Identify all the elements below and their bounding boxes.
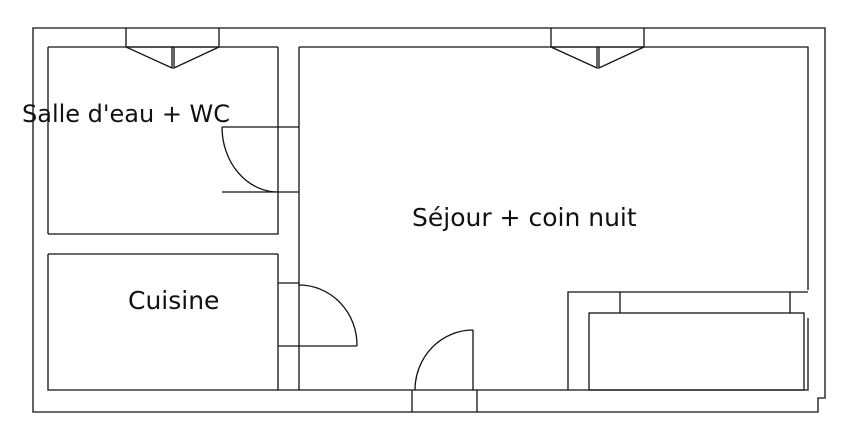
room-label-bathroom: Salle d'eau + WC — [22, 100, 231, 128]
bathroom-door — [221, 126, 279, 193]
entrance-door-frame — [411, 390, 478, 412]
room-label-kitchen: Cuisine — [128, 286, 220, 315]
entrance-door — [414, 329, 474, 391]
closet-divider — [619, 292, 791, 313]
window-bathroom — [125, 28, 220, 70]
partition-wall-left — [277, 47, 300, 390]
kitchen-door — [298, 284, 358, 347]
outer-wall-outer-line — [32, 27, 826, 413]
bathroom-wall — [48, 47, 279, 235]
room-label-living: Séjour + coin nuit — [412, 203, 637, 232]
closet-wall — [567, 291, 808, 390]
closet — [588, 312, 805, 391]
kitchen-door-frame — [278, 282, 299, 347]
bathroom-door-frame — [278, 126, 299, 193]
window-living — [550, 28, 645, 70]
